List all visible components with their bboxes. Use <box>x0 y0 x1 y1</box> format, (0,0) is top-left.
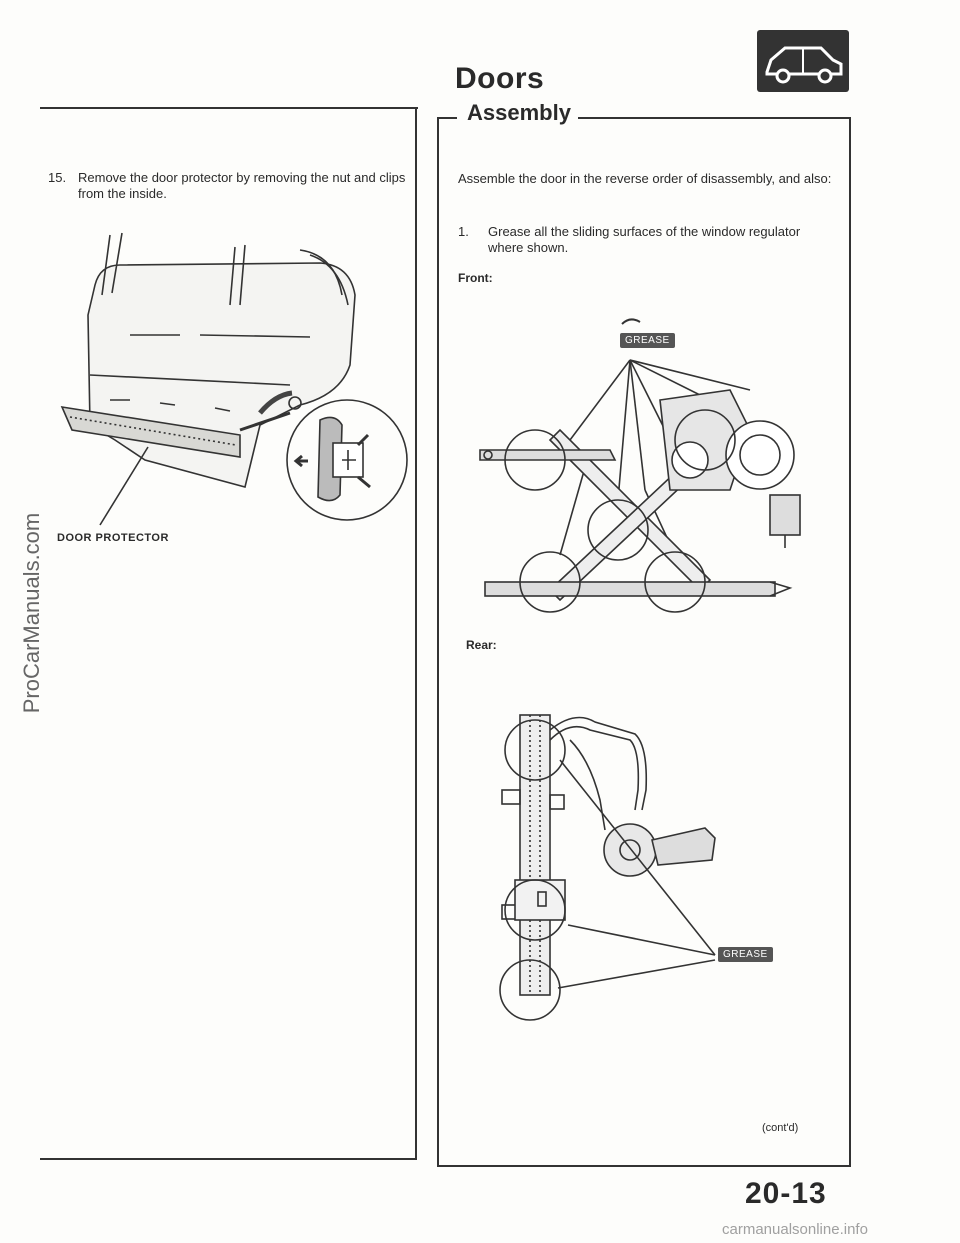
page-title: Doors <box>455 62 545 95</box>
grease-tube-rear: GREASE <box>718 944 773 962</box>
rear-regulator-illustration <box>499 714 716 1021</box>
left-bottom-rule <box>40 1158 417 1160</box>
step-15-text: Remove the door protector by removing th… <box>78 170 406 201</box>
front-regulator-illustration <box>479 318 801 613</box>
section-title: Assembly <box>463 100 575 126</box>
step-1: 1. Grease all the sliding surfaces of th… <box>458 224 838 256</box>
assembly-intro: Assemble the door in the reverse order o… <box>458 171 832 186</box>
door-protector-illustration <box>60 232 408 526</box>
car-side-icon <box>757 30 849 92</box>
grease-label-front: GREASE <box>620 333 675 348</box>
grease-label-rear: GREASE <box>718 947 773 962</box>
left-column-rule <box>415 107 417 1160</box>
grease-tube-front: GREASE <box>620 330 675 348</box>
front-label: Front: <box>458 271 493 285</box>
footer-watermark: carmanualsonline.info <box>722 1221 868 1238</box>
assembly-section-box <box>437 117 851 1167</box>
step-1-number: 1. <box>458 224 469 239</box>
step-15-number: 15. <box>48 170 67 185</box>
rear-label: Rear: <box>466 638 497 652</box>
section-top-rule-right <box>578 117 849 119</box>
step-1-text: Grease all the sliding surfaces of the w… <box>488 224 801 255</box>
left-top-rule <box>40 107 418 109</box>
side-watermark: ProCarManuals.com <box>19 512 44 714</box>
page-number: 20-13 <box>745 1177 827 1210</box>
section-top-rule-left <box>437 117 457 119</box>
step-15: 15. Remove the door protector by removin… <box>48 170 418 202</box>
continued-note: (cont'd) <box>762 1122 799 1134</box>
door-protector-callout: DOOR PROTECTOR <box>57 532 169 544</box>
